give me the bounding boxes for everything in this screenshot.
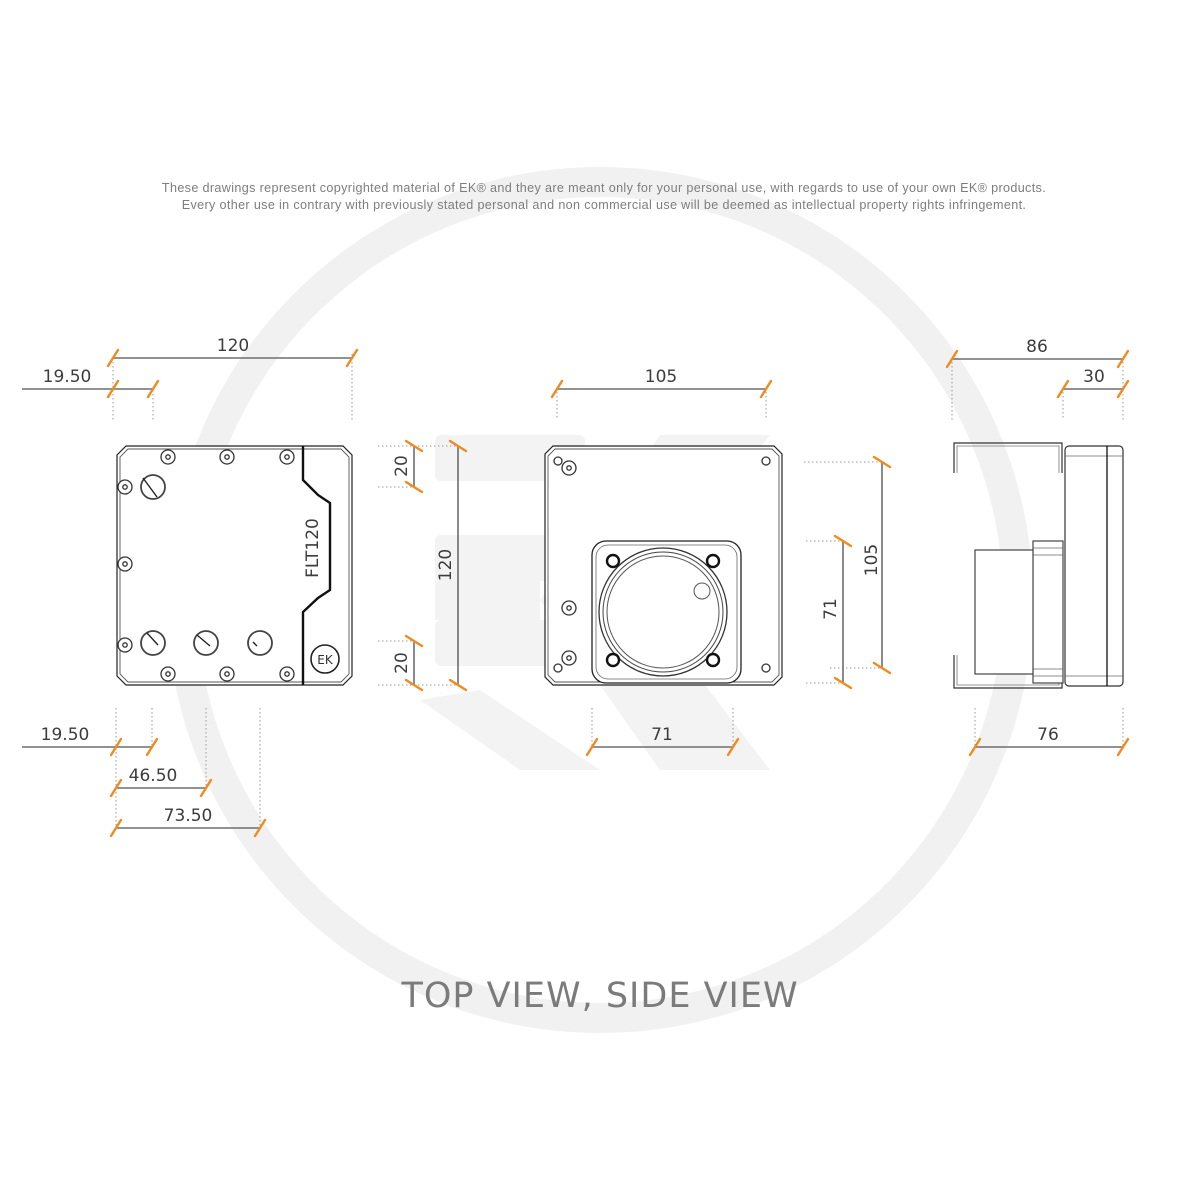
dim-side-depth: 86 — [1026, 337, 1048, 357]
copyright-disclaimer: These drawings represent copyrighted mat… — [0, 180, 1200, 214]
view-caption: TOP VIEW, SIDE VIEW — [401, 976, 799, 1016]
back-view — [544, 445, 783, 686]
dim-back-bottom-width: 71 — [651, 725, 673, 745]
front-view: FLT120 EK — [116, 445, 353, 686]
dim-side-bottom: 76 — [1037, 725, 1059, 745]
front-view-dimensions: 120 19.50 19.50 46.50 73.50 — [22, 336, 359, 838]
dim-bottom-offset-1: 19.50 — [41, 725, 90, 745]
back-view-dimensions: 105 71 105 71 — [550, 367, 892, 757]
dim-height-120: 120 — [436, 549, 456, 581]
disclaimer-line-2: Every other use in contrary with previou… — [181, 198, 1027, 212]
dim-back-inner-height: 71 — [821, 598, 841, 620]
dim-top-offset: 19.50 — [43, 367, 92, 387]
dim-bottom-20: 20 — [392, 652, 412, 674]
dim-side-pump-depth: 30 — [1083, 367, 1105, 387]
dim-bottom-offset-3: 73.50 — [164, 806, 213, 826]
dim-top-20: 20 — [392, 455, 412, 477]
dim-width-120: 120 — [217, 336, 249, 356]
dim-back-width: 105 — [645, 367, 677, 387]
dim-bottom-offset-2: 46.50 — [129, 766, 178, 786]
model-label: FLT120 — [303, 518, 323, 578]
side-view-dimensions: 86 30 76 — [945, 337, 1130, 757]
dim-back-height: 105 — [862, 544, 882, 576]
ek-logo-icon: EK — [310, 644, 340, 674]
disclaimer-line-1: These drawings represent copyrighted mat… — [161, 181, 1047, 195]
height-dimensions: 120 20 20 — [378, 439, 468, 692]
svg-text:EK: EK — [317, 653, 334, 667]
side-view — [953, 442, 1124, 689]
